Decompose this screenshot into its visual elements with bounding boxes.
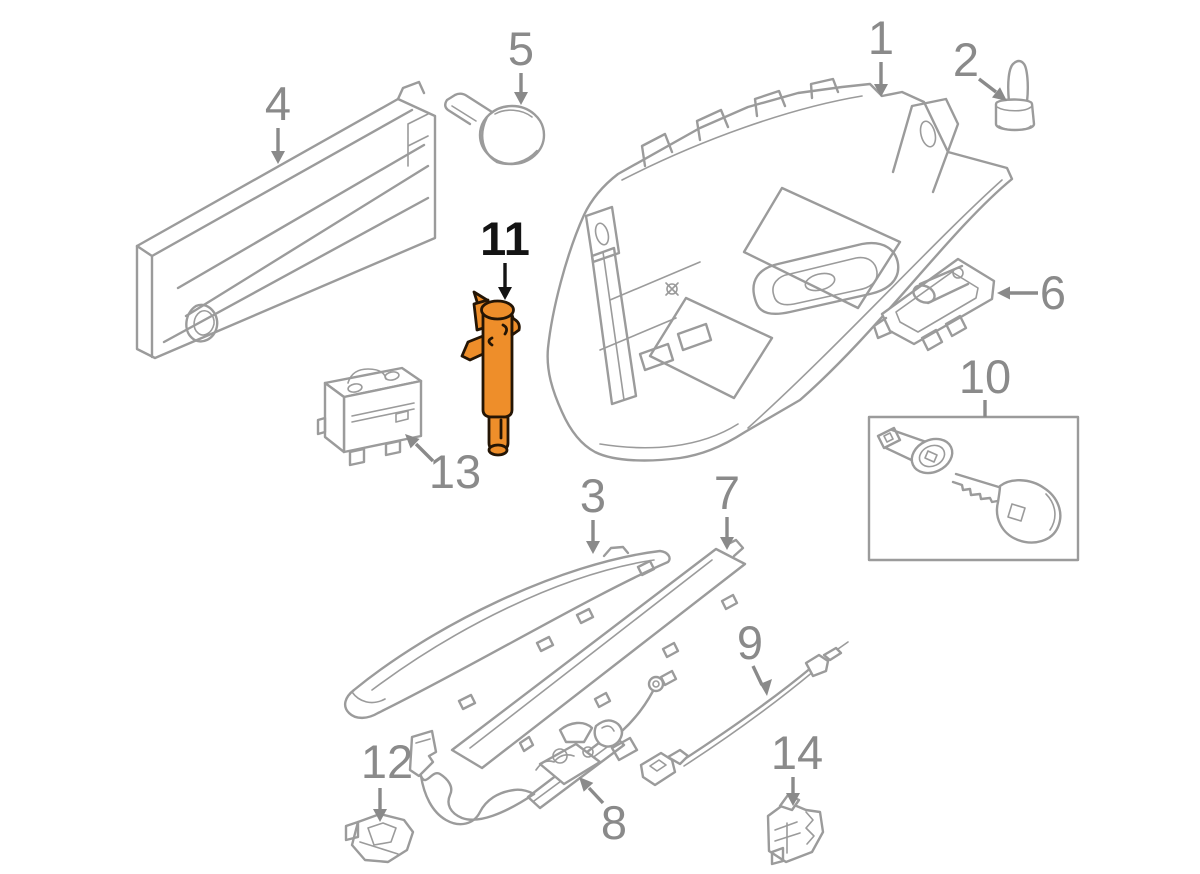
callout-6-label: 6 — [1040, 266, 1066, 319]
callout-13: 13 — [405, 434, 481, 498]
callout-2: 2 — [953, 33, 1007, 101]
callout-12-label: 12 — [361, 735, 413, 788]
part-2-bumper — [994, 59, 1036, 132]
callout-14-label: 14 — [771, 726, 823, 779]
part-9-cable — [639, 641, 849, 787]
callout-4: 4 — [265, 77, 291, 164]
callout-4-label: 4 — [265, 77, 291, 130]
callout-1: 1 — [868, 11, 894, 97]
lock-cylinder-icon — [876, 426, 954, 475]
callout-9-arrow — [751, 665, 764, 686]
callout-5: 5 — [508, 22, 534, 105]
callout-11: 11 — [480, 212, 530, 300]
part-6-striker — [872, 257, 996, 352]
part-4-trim-panel — [135, 80, 437, 360]
callout-7-label: 7 — [714, 466, 740, 519]
callout-10-label: 10 — [959, 350, 1011, 403]
callout-13-label: 13 — [429, 445, 481, 498]
latch-wire — [419, 771, 536, 821]
callout-9: 9 — [737, 616, 772, 696]
callout-5-label: 5 — [508, 22, 534, 75]
callout-8-label: 8 — [601, 796, 627, 849]
part-10-lock-set — [867, 415, 1080, 562]
part-14-bracket — [766, 793, 825, 866]
part-10-box — [867, 415, 1080, 562]
callout-2-label: 2 — [953, 33, 979, 86]
callout-12: 12 — [361, 735, 413, 822]
part-11-damper — [460, 290, 521, 457]
callout-11-label: 11 — [480, 212, 530, 265]
wire-connector-icon — [408, 729, 438, 778]
part-12-clip — [344, 812, 415, 864]
crosshatch-panel — [742, 186, 902, 310]
callout-6: 6 — [997, 266, 1066, 319]
callout-3-label: 3 — [580, 469, 606, 522]
callout-1-label: 1 — [868, 11, 894, 64]
part-8-latch-assembly — [408, 669, 678, 826]
callout-9-label: 9 — [737, 616, 763, 669]
callout-7: 7 — [714, 466, 740, 550]
callout-14: 14 — [771, 726, 823, 806]
part-1-glove-box-housing — [546, 77, 1014, 462]
callout-10: 10 — [959, 350, 1011, 417]
callout-8: 8 — [579, 777, 627, 849]
callout-13-arrow — [414, 442, 435, 463]
crosshatch-panel — [648, 296, 774, 400]
part-7-door-inner-panel — [450, 538, 747, 770]
eyelet-connector-icon — [647, 675, 665, 693]
callout-3: 3 — [580, 469, 606, 554]
callout-2-arrow — [977, 77, 998, 94]
part-3-door-outer-panel — [343, 545, 671, 720]
callout-8-arrow — [587, 786, 605, 805]
key-icon — [951, 472, 1062, 544]
part-5-knob — [444, 92, 546, 166]
part-13-switch — [316, 366, 423, 467]
